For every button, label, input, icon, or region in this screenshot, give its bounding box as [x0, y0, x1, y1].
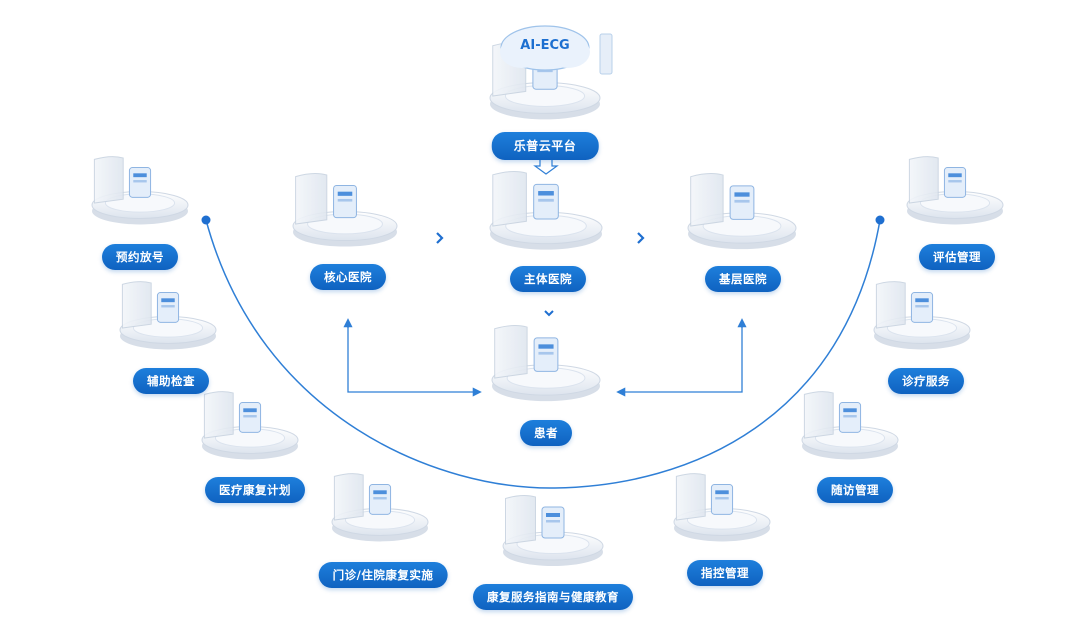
left-item-1: 预约放号 [102, 244, 178, 270]
platform-right-1 [906, 156, 1004, 225]
left-item-3: 医疗康复计划 [205, 477, 305, 503]
cloud-icon [500, 25, 613, 75]
platform-primary [687, 173, 797, 250]
platform-right-4 [673, 473, 771, 542]
double-down-arrow-icon [533, 157, 559, 175]
left-item-4: 门诊/住院康复实施 [318, 562, 448, 588]
left-item-2: 辅助检查 [133, 368, 209, 394]
right-item-4: 指控管理 [687, 560, 763, 586]
platform-core [292, 173, 398, 247]
right-item-2: 诊疗服务 [888, 368, 964, 394]
cloud-label: AI-ECG [520, 38, 570, 53]
arrow-primary-to-patient [616, 322, 743, 397]
primary-hospital-label: 基层医院 [705, 266, 781, 292]
chevron-down-icon [544, 310, 554, 317]
platform-left-4 [331, 473, 429, 542]
platform-main [489, 171, 603, 250]
platform-left-3 [201, 391, 299, 460]
right-item-3: 随访管理 [817, 477, 893, 503]
platform-bottom [502, 495, 604, 566]
platform-left-2 [119, 281, 217, 350]
patient-label: 患者 [520, 420, 572, 446]
platform-right-2 [873, 281, 971, 350]
arrow-core-to-patient [347, 322, 482, 397]
platform-label: 乐普云平台 [491, 132, 599, 160]
platform-right-3 [801, 391, 899, 460]
arc-connector [205, 219, 881, 489]
arc-left-dot [201, 215, 211, 225]
main-hospital-label: 主体医院 [510, 266, 586, 292]
platform-left-1 [91, 156, 189, 225]
platform-patient [491, 325, 601, 402]
right-item-1: 评估管理 [919, 244, 995, 270]
chevron-right-icon [436, 232, 444, 244]
bottom-item: 康复服务指南与健康教育 [473, 584, 633, 610]
core-hospital-label: 核心医院 [310, 264, 386, 290]
arc-right-dot [875, 215, 885, 225]
chevron-right-icon [637, 232, 645, 244]
